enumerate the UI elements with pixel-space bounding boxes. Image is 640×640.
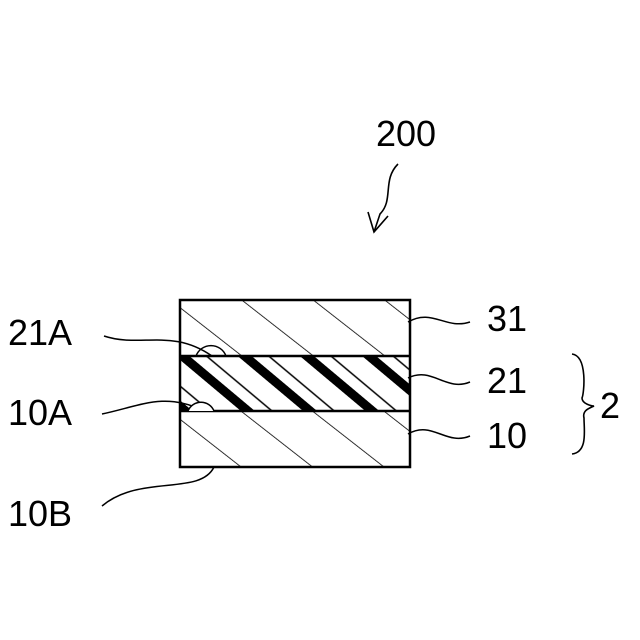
assembly-leader-line xyxy=(374,164,398,232)
label-10: 10 xyxy=(487,415,527,456)
leader-31 xyxy=(408,317,470,324)
leader-10b xyxy=(102,467,214,506)
layer-31 xyxy=(180,300,410,356)
group-brace xyxy=(572,354,594,454)
layer-21 xyxy=(180,356,410,411)
label-21: 21 xyxy=(487,360,527,401)
layer-10 xyxy=(180,411,410,467)
label-10b: 10B xyxy=(8,493,72,534)
label-2: 2 xyxy=(600,385,620,426)
label-10a: 10A xyxy=(8,392,72,433)
label-21a: 21A xyxy=(8,312,72,353)
leader-10 xyxy=(408,430,470,439)
assembly-label: 200 xyxy=(376,113,436,154)
label-31: 31 xyxy=(487,298,527,339)
leader-21 xyxy=(408,375,470,385)
